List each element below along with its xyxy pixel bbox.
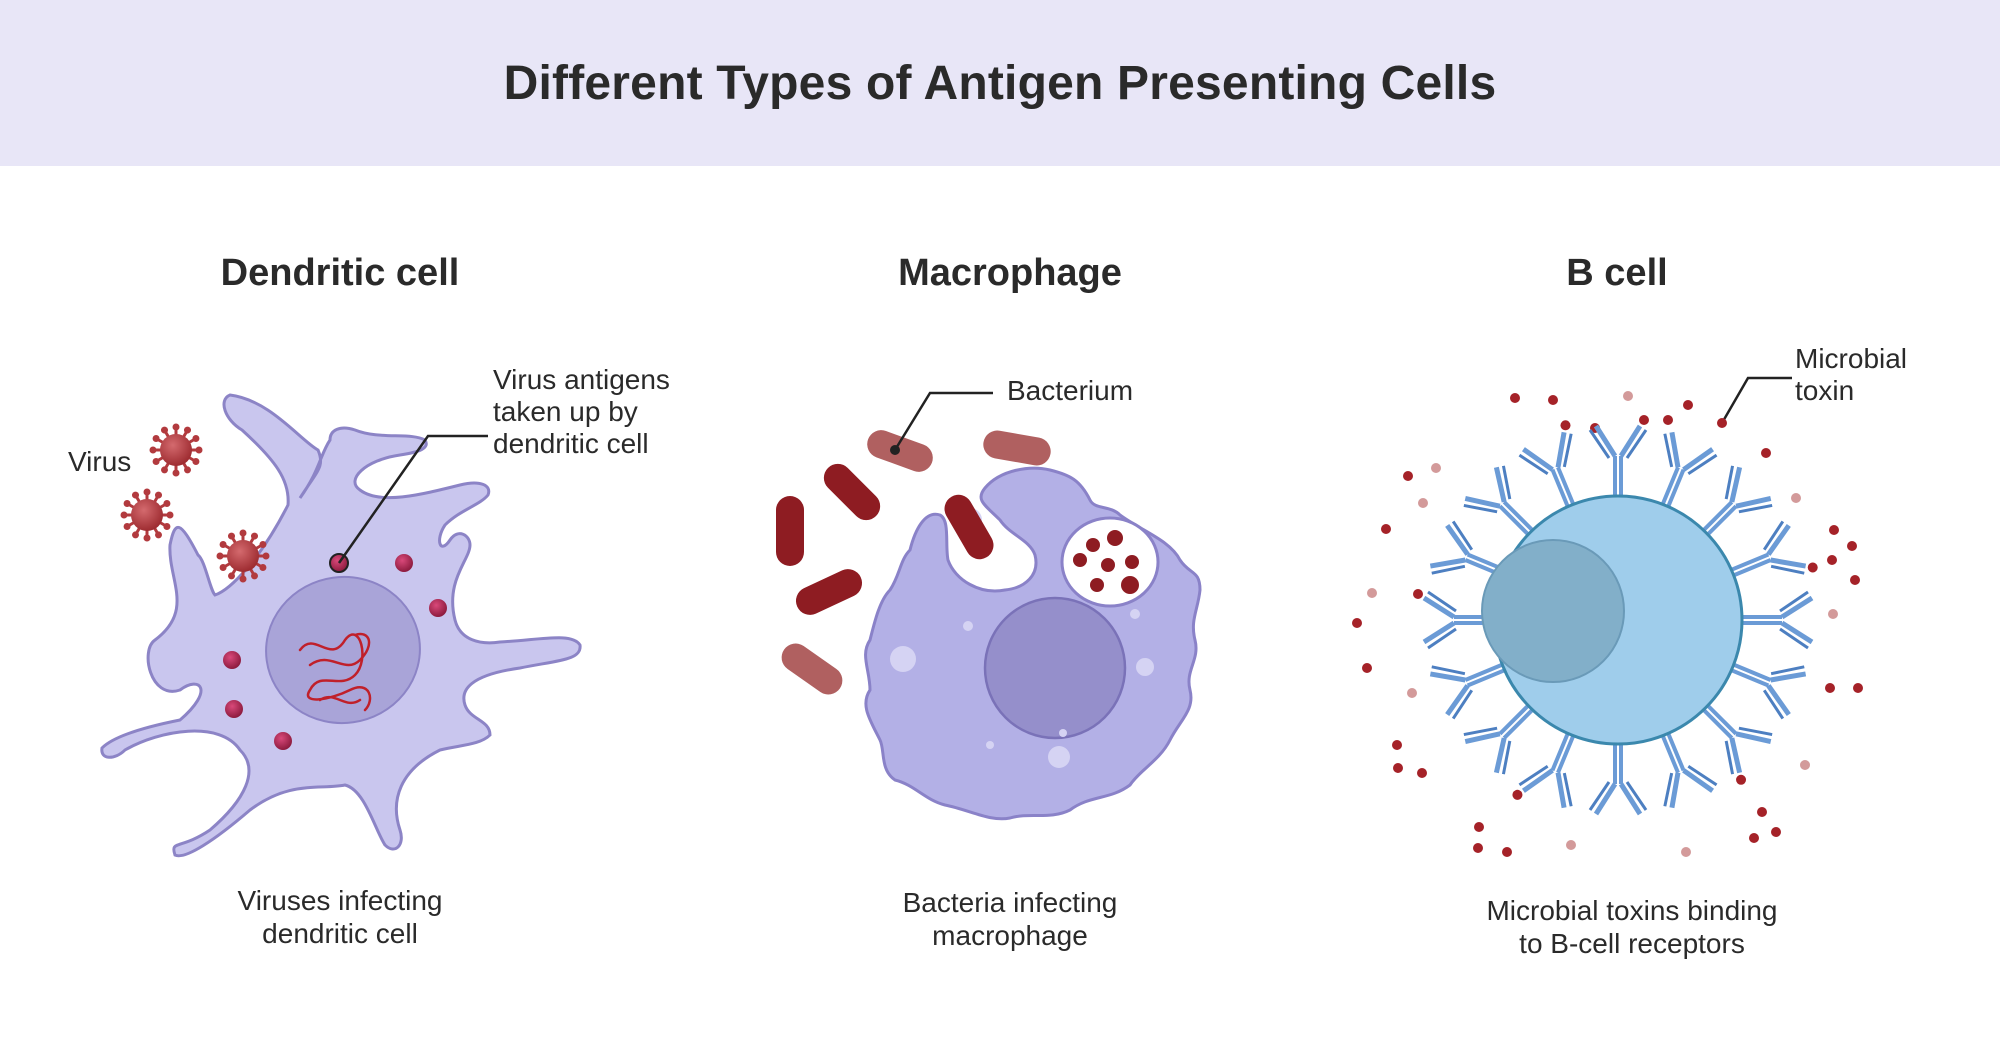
microbial-toxin-label: Microbial toxin (1795, 343, 1907, 407)
b-cell-heading: B cell (1566, 252, 1668, 294)
bacterium-leader-line (893, 391, 993, 451)
b-cell-receptor (1463, 465, 1537, 539)
macrophage-caption-line-1: Bacteria infecting (902, 887, 1118, 918)
b-cell-receptor (1726, 661, 1807, 720)
toxin-particle (1548, 395, 1558, 405)
bacterium (867, 430, 933, 472)
toxin-particle (1474, 822, 1484, 832)
microbial-toxin-label-line-2: toxin (1795, 375, 1855, 406)
bacterium (983, 430, 1051, 466)
macrophage-nucleus (983, 596, 1127, 740)
antigen-leader-line (337, 434, 488, 564)
toxin-particle (1771, 827, 1781, 837)
toxin-particle (1827, 555, 1837, 565)
b-cell-receptor (1429, 661, 1510, 720)
virus-particles (120, 423, 270, 583)
b-cell-receptor (1463, 701, 1537, 775)
toxin-particle (1683, 400, 1693, 410)
toxin-particle (1681, 847, 1691, 857)
toxin-particle (1403, 471, 1413, 481)
toxin-particle (1473, 843, 1483, 853)
toxin-particle (1623, 391, 1633, 401)
bacterium-label: Bacterium (1007, 375, 1134, 406)
b-cell-receptor (1726, 520, 1818, 579)
virus-antigens-label-line-2: taken up by (493, 396, 638, 427)
title-banner: Different Types of Antigen Presenting Ce… (0, 0, 2000, 166)
toxin-particle (1362, 663, 1372, 673)
dendritic-nucleus (265, 575, 421, 725)
toxin-particle (1381, 524, 1391, 534)
toxin-particle (1431, 463, 1441, 473)
dna-strands (298, 632, 372, 712)
antigen-dots (223, 553, 447, 750)
b-cell-receptor (1512, 728, 1577, 809)
toxin-particle (1761, 448, 1771, 458)
toxin-particle (1757, 807, 1767, 817)
toxin-particle (1566, 840, 1576, 850)
b-cell-receptors (1413, 415, 1818, 816)
toxin-particle (1850, 575, 1860, 585)
toxin-particle (1352, 618, 1362, 628)
microbial-toxin-label-line-1: Microbial (1795, 343, 1908, 374)
page-title: Different Types of Antigen Presenting Ce… (503, 56, 1497, 110)
toxin-particle (1749, 833, 1759, 843)
b-cell-receptor (1518, 420, 1577, 512)
toxin-particle (1417, 768, 1427, 778)
toxin-particle (1407, 688, 1417, 698)
toxin-particle (1791, 493, 1801, 503)
dendritic-caption: Viruses infecting dendritic cell (110, 884, 570, 950)
toxin-particle (1847, 541, 1857, 551)
b-cell-caption: Microbial toxins binding to B-cell recep… (1402, 894, 1862, 960)
virus-particle (149, 423, 203, 477)
b-cell-nucleus (1481, 539, 1625, 683)
b-cell-caption-line-2: to B-cell receptors (1519, 928, 1745, 959)
toxin-particle (1825, 683, 1835, 693)
toxin-particle (1393, 763, 1403, 773)
macrophage-caption: Bacteria infecting macrophage (780, 886, 1240, 952)
digested-bacteria (1073, 530, 1139, 594)
b-cell-receptor (1738, 590, 1814, 650)
b-cell-receptor (1699, 701, 1773, 785)
virus-antigens-label-line-3: dendritic cell (493, 428, 649, 459)
bacteria (776, 430, 1051, 695)
bacterium (944, 494, 994, 560)
b-cell-illustration (1352, 376, 1863, 857)
virus-antigens-label: Virus antigens taken up by dendritic cel… (493, 364, 670, 460)
bacterium (795, 569, 863, 615)
toxin-particle (1663, 415, 1673, 425)
toxin-particle (1829, 525, 1839, 535)
dendritic-caption-line-2: dendritic cell (262, 918, 418, 949)
dendritic-cell-heading: Dendritic cell (220, 252, 460, 294)
toxin-leader-line (1720, 376, 1792, 424)
macrophage-heading: Macrophage (898, 252, 1122, 294)
macrophage-illustration (776, 391, 1202, 821)
virus-antigens-label-line-1: Virus antigens (493, 364, 670, 395)
toxin-particle (1800, 760, 1810, 770)
toxin-particle (1367, 588, 1377, 598)
toxin-particle (1392, 740, 1402, 750)
macrophage-caption-line-2: macrophage (932, 920, 1088, 951)
toxin-particle (1510, 393, 1520, 403)
virus-particle (216, 529, 270, 583)
b-cell-receptor (1588, 740, 1648, 816)
b-cell-receptor (1659, 431, 1718, 512)
toxin-particle (1418, 498, 1428, 508)
b-cell-receptor (1588, 415, 1649, 500)
dendritic-cell-illustration (100, 393, 582, 858)
virus-particle (120, 488, 174, 542)
b-cell-caption-line-1: Microbial toxins binding (1486, 895, 1778, 926)
b-cell-receptor (1659, 728, 1718, 809)
toxin-particle (1502, 847, 1512, 857)
toxin-particle (1853, 683, 1863, 693)
bacterium (823, 463, 881, 521)
dendritic-caption-line-1: Viruses infecting (237, 885, 443, 916)
virus-label: Virus (68, 446, 132, 477)
b-cell-receptor (1699, 465, 1773, 539)
toxin-particle (1828, 609, 1838, 619)
bacterium (781, 643, 843, 695)
bacterium (776, 496, 804, 566)
